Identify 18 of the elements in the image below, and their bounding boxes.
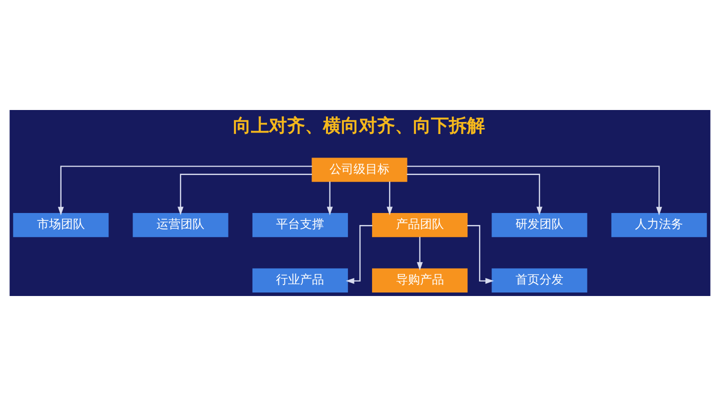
arrow — [326, 181, 333, 215]
node-box: 研发团队 — [492, 212, 588, 237]
arrow — [406, 165, 662, 215]
arrow — [386, 181, 393, 215]
node-box: 公司级目标 — [312, 157, 408, 182]
arrow — [58, 165, 312, 215]
node-box: 平台支撑 — [252, 212, 348, 237]
node-box: 产品团队 — [372, 212, 468, 237]
node-box: 首页分发 — [492, 268, 588, 292]
node-box: 导购产品 — [372, 268, 468, 292]
node-box: 市场团队 — [13, 212, 109, 237]
arrow — [178, 173, 312, 215]
diagram-title: 向上对齐、横向对齐、向下拆解 — [232, 115, 485, 136]
node-box: 行业产品 — [252, 268, 348, 292]
arrow — [406, 173, 542, 215]
arrow — [416, 236, 423, 270]
node-box: 人力法务 — [611, 212, 707, 237]
node-box: 运营团队 — [132, 212, 228, 237]
